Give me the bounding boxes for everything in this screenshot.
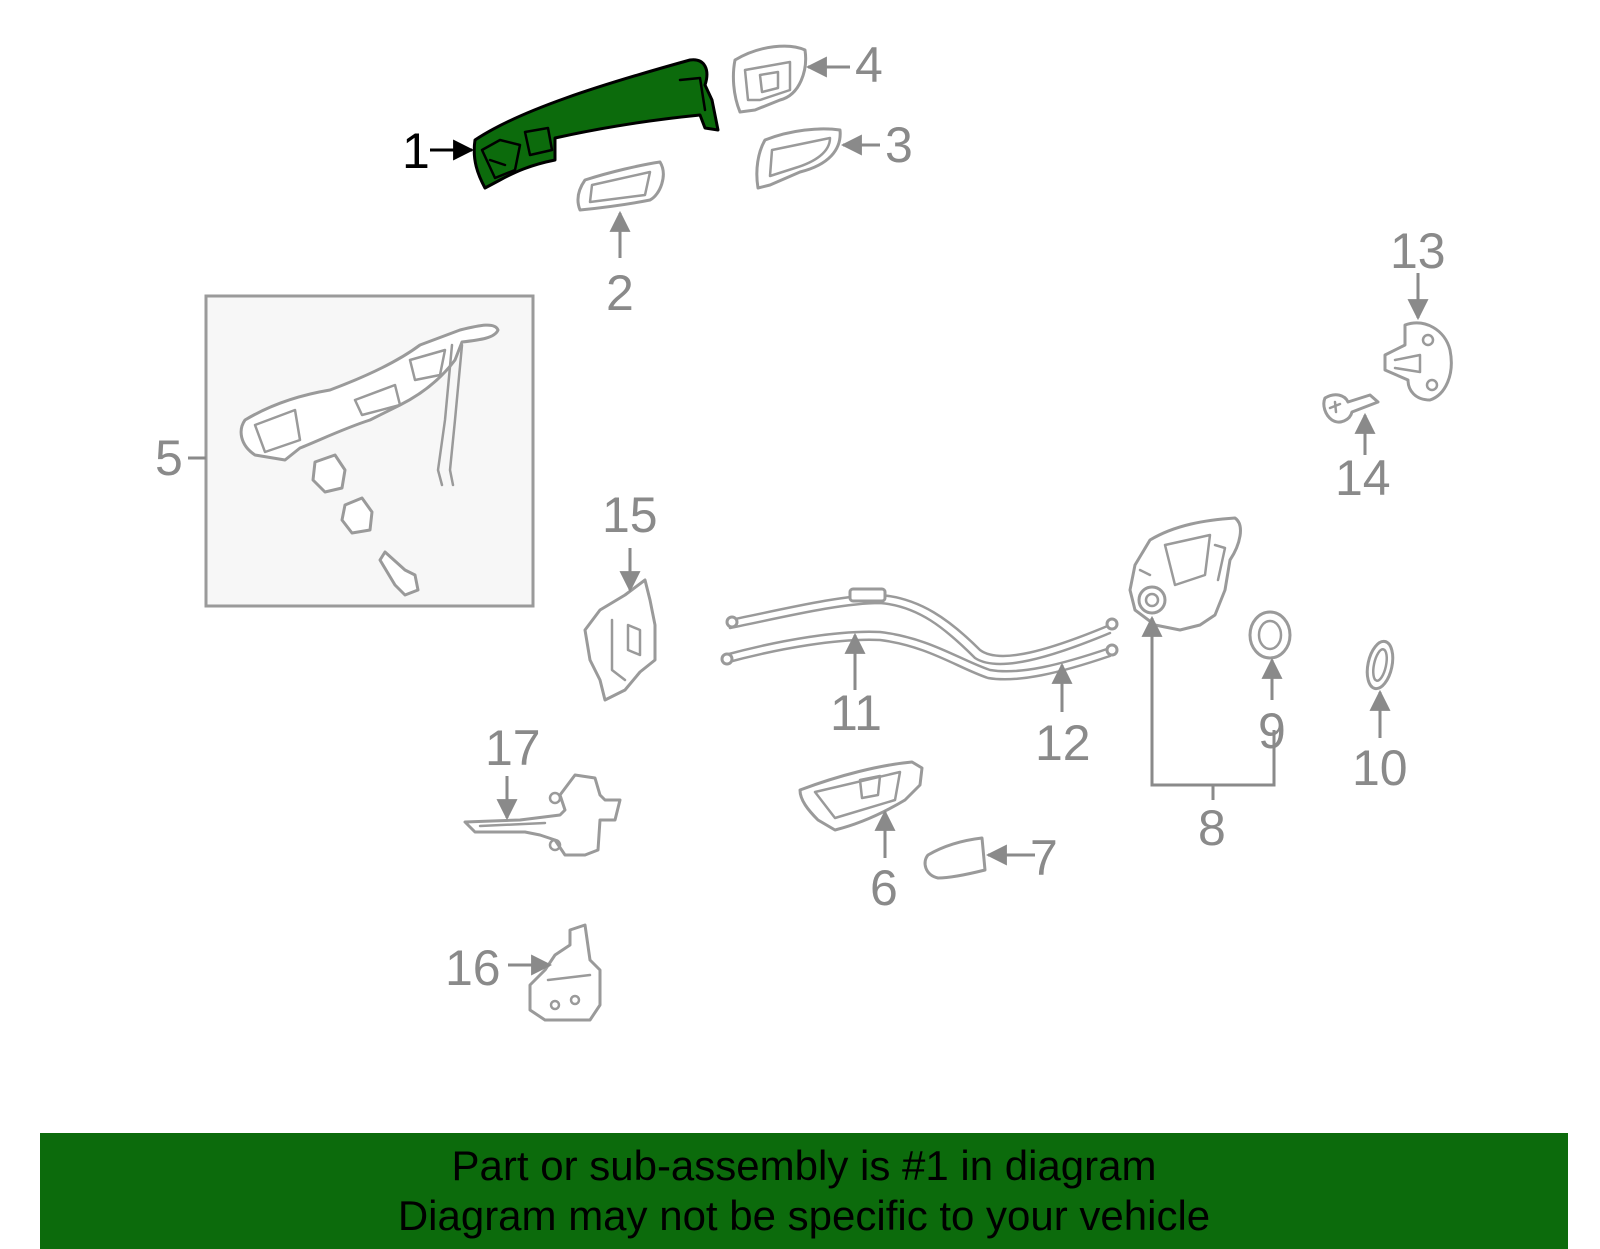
callout-numbers: 1 2 3 4 5 6 7 8 9 10 11 12 13 14 15 16 1…	[155, 37, 1446, 996]
callout-10: 10	[1352, 740, 1408, 796]
callout-12: 12	[1035, 715, 1091, 771]
callout-11: 11	[830, 685, 882, 741]
callout-2: 2	[606, 265, 634, 321]
callout-4: 4	[855, 37, 883, 93]
callout-7: 7	[1030, 830, 1058, 886]
part-13-striker[interactable]	[1383, 321, 1453, 402]
banner-line-1: Part or sub-assembly is #1 in diagram	[451, 1142, 1157, 1189]
part-16-lower-hinge[interactable]	[528, 923, 602, 1022]
callout-6: 6	[870, 860, 898, 916]
part-1-outside-handle[interactable]	[472, 58, 720, 190]
callout-3: 3	[885, 117, 913, 173]
part-17-check-link[interactable]	[463, 773, 622, 857]
info-banner: Part or sub-assembly is #1 in diagram Di…	[40, 1133, 1568, 1249]
part-2-pad[interactable]	[576, 160, 665, 212]
part-6-inside-handle[interactable]	[798, 760, 924, 832]
part-9-grommet[interactable]	[1248, 610, 1292, 660]
callout-13: 13	[1390, 223, 1446, 279]
callout-8: 8	[1198, 800, 1226, 856]
callout-14: 14	[1335, 450, 1391, 506]
part-11-12-cables[interactable]	[720, 587, 1119, 681]
part-4-handle-cover[interactable]	[731, 44, 808, 114]
part-10-cap[interactable]	[1363, 639, 1396, 691]
banner-line-2: Diagram may not be specific to your vehi…	[397, 1192, 1211, 1239]
part-8-lock-assembly[interactable]	[1128, 516, 1242, 632]
part-7-inside-bezel[interactable]	[923, 836, 987, 880]
callout-5: 5	[155, 430, 183, 486]
part-3-bezel[interactable]	[755, 127, 842, 190]
callout-16: 16	[445, 940, 501, 996]
part-5-inset[interactable]	[188, 294, 535, 608]
callout-9: 9	[1258, 703, 1286, 759]
part-15-hinge[interactable]	[583, 578, 657, 702]
callout-15: 15	[602, 487, 658, 543]
part-14-screw[interactable]	[1322, 393, 1380, 424]
leader-lines	[430, 56, 1429, 976]
callout-1: 1	[402, 123, 430, 179]
callout-17: 17	[485, 720, 541, 776]
